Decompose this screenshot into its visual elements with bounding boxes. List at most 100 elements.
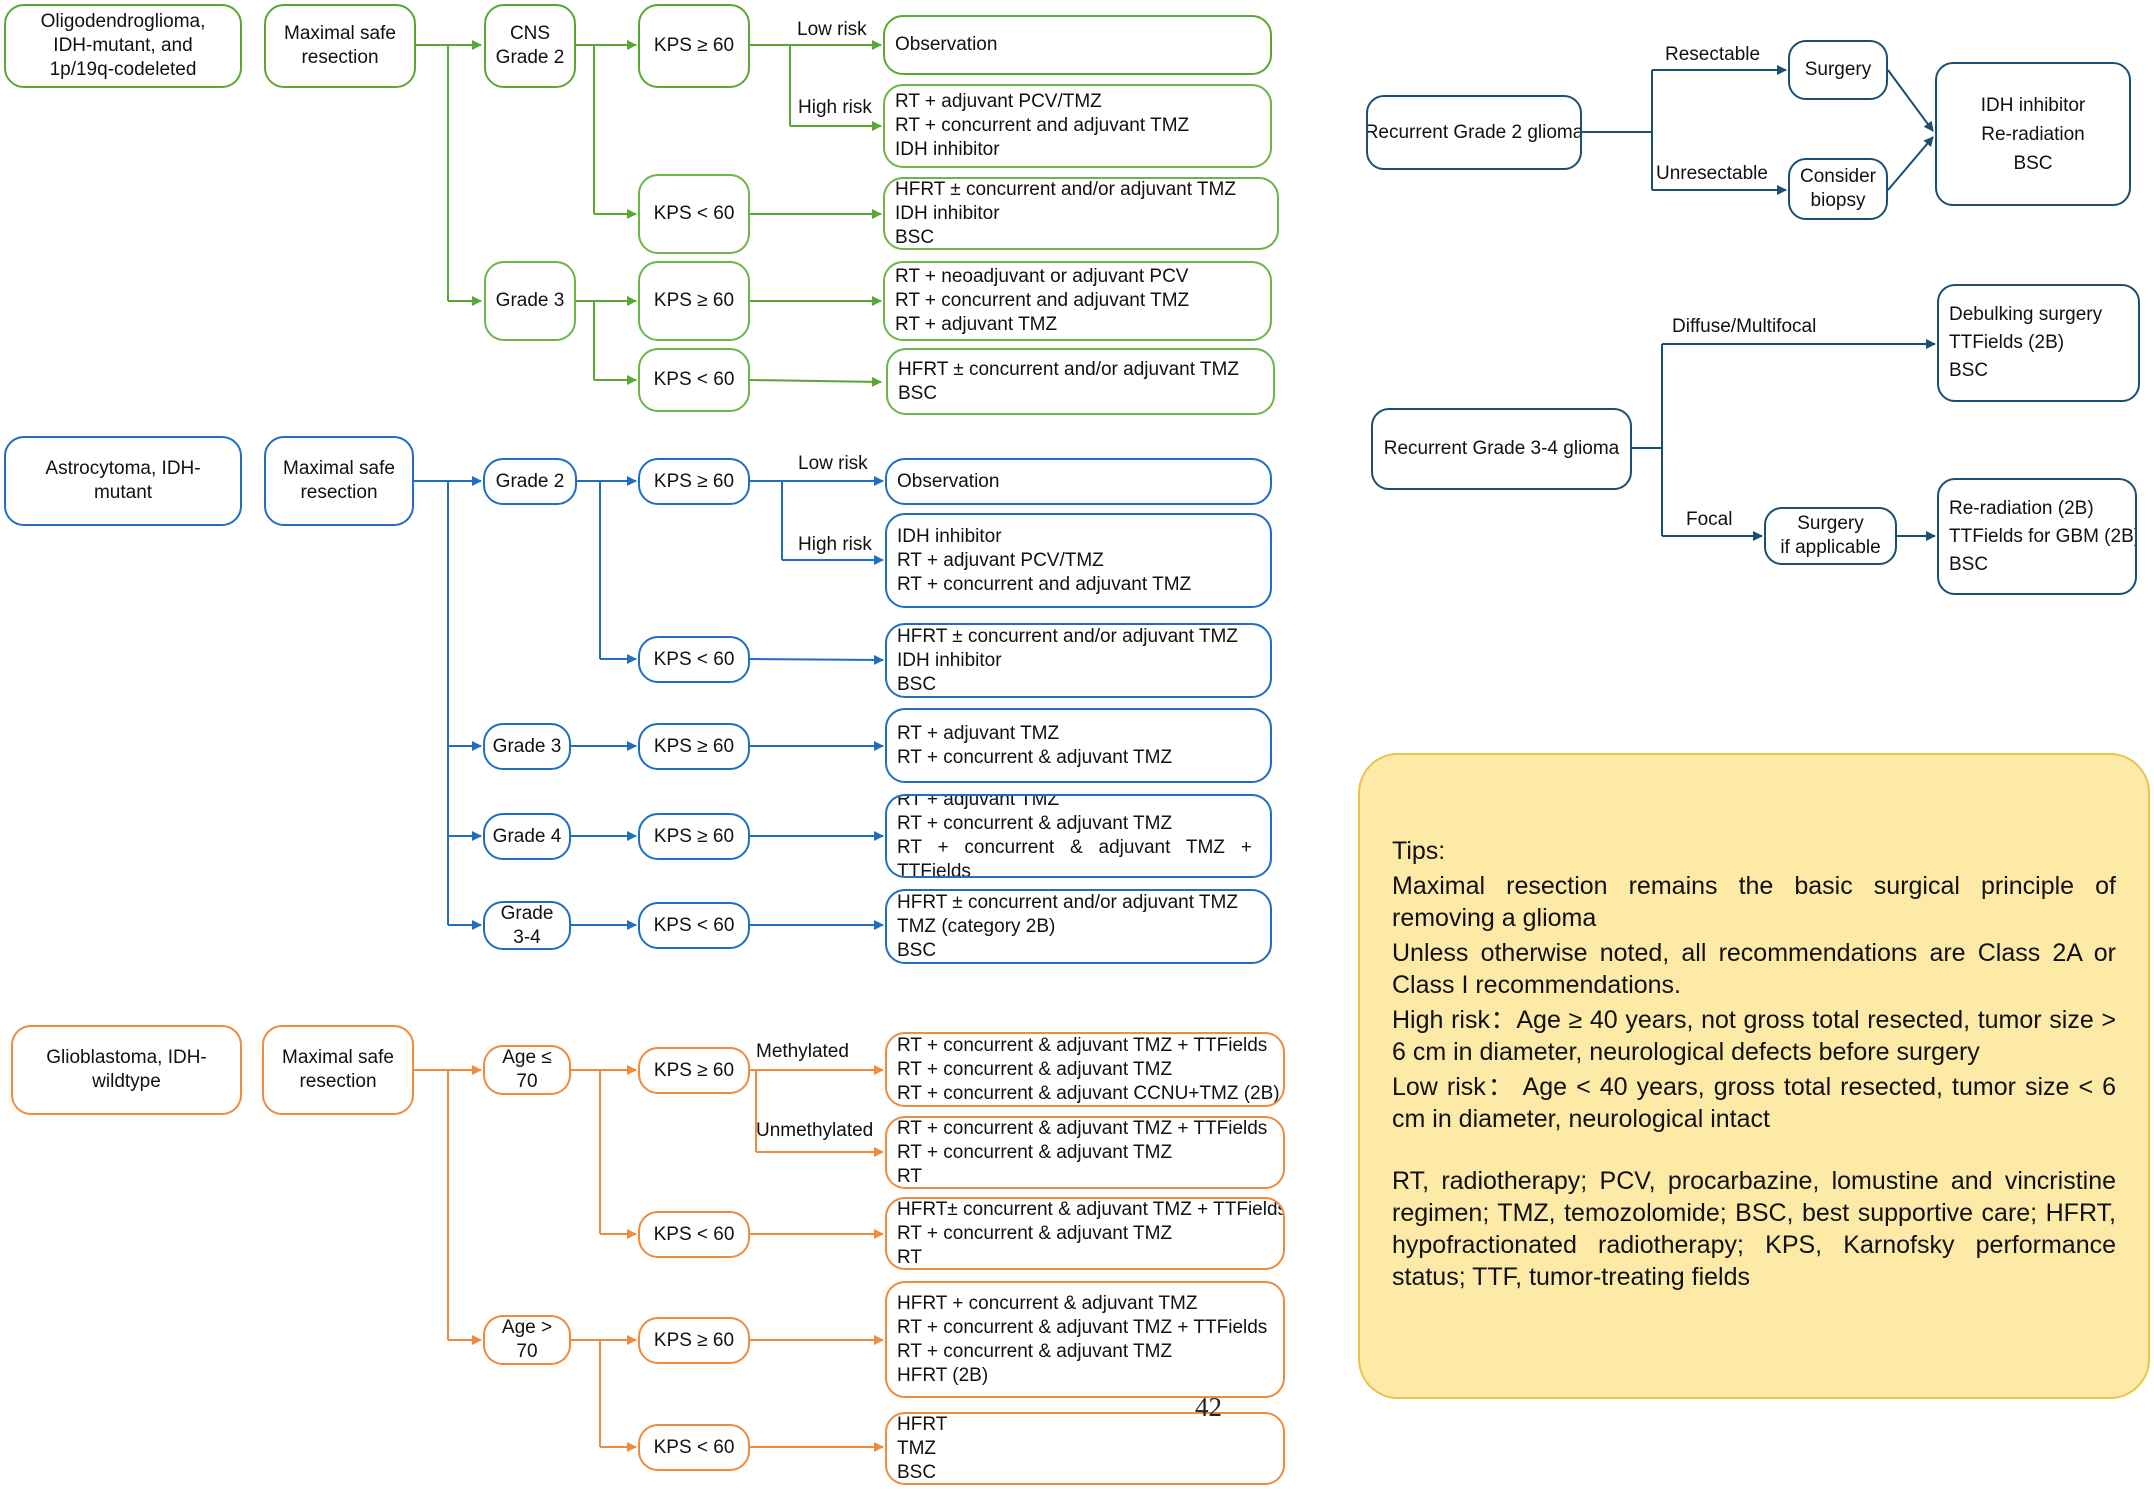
- astro-g3-tx-line-1: RT + adjuvant TMZ: [897, 722, 1060, 744]
- tips-item-4: Low risk： Age < 40 years, gross total re…: [1392, 1073, 2116, 1133]
- oligo-g3-kps-high-label: KPS ≥ 60: [653, 290, 735, 311]
- recurrent-diffuse-tx-line-2: TTFields (2B): [1949, 332, 2065, 353]
- oligo-observation-box: Observation: [883, 15, 1272, 75]
- oligo-diagnosis-line-1: Oligodendroglioma,: [40, 11, 206, 32]
- astro-g3-tx-line-2: RT + concurrent & adjuvant TMZ: [897, 746, 1173, 768]
- recurrent-grade34-box: Recurrent Grade 3-4 glioma: [1371, 408, 1632, 490]
- recurrent-diffuse-tx-box: Debulking surgery TTFields (2B) BSC: [1937, 284, 2140, 402]
- gbm-young-low-kps-tx-line-2: RT + concurrent & adjuvant TMZ: [897, 1222, 1173, 1244]
- oligo-cns-grade2-box: CNS Grade 2: [484, 4, 576, 88]
- astro-grade4-label: Grade 4: [492, 825, 562, 847]
- oligo-g2-kps-high-label: KPS ≥ 60: [653, 35, 735, 56]
- gbm-young-kps-high-box: KPS ≥ 60: [638, 1047, 750, 1094]
- astro-diagnosis-box: Astrocytoma, IDH- mutant: [4, 436, 242, 526]
- astro-connectors: [414, 476, 884, 930]
- astro-high-risk-label: High risk: [798, 534, 872, 555]
- oligo-high-risk-tx-line-1: RT + adjuvant PCV/TMZ: [895, 91, 1102, 112]
- recurrent-grade2-options-line-2: Re-radiation: [1981, 123, 2085, 145]
- gbm-surgery-line-1: Maximal safe: [282, 1047, 394, 1068]
- oligo-g2-kps-low-box: KPS < 60: [638, 174, 750, 254]
- recurrent-unresectable-label: Unresectable: [1656, 163, 1768, 184]
- recurrent-focal-label: Focal: [1686, 509, 1733, 530]
- astro-grade2-box: Grade 2: [483, 458, 577, 505]
- gbm-unmethylated-tx-line-3: RT: [897, 1165, 922, 1187]
- oligo-g3-high-kps-tx-line-3: RT + adjuvant TMZ: [895, 314, 1058, 335]
- tips-item-2: Unless otherwise noted, all recommendati…: [1392, 939, 2116, 999]
- gbm-old-low-kps-tx-line-3: BSC: [897, 1461, 937, 1483]
- gbm-unmethylated-tx-line-1: RT + concurrent & adjuvant TMZ + TTField…: [897, 1117, 1268, 1139]
- oligo-diagnosis-line-3: 1p/19q-codeleted: [49, 59, 197, 80]
- gbm-age-old-line-2: 70: [516, 1341, 538, 1362]
- astro-g2-kps-high-box: KPS ≥ 60: [638, 458, 750, 505]
- tips-heading: Tips:: [1392, 837, 1446, 865]
- recurrent-surgery-if-applicable-box: Surgery if applicable: [1764, 507, 1897, 565]
- oligo-g3-low-kps-tx-line-2: BSC: [898, 382, 938, 404]
- astro-grade34-box: Grade 3-4: [483, 901, 571, 950]
- gbm-surgery-box: Maximal safe resection: [262, 1025, 414, 1115]
- gbm-old-kps-high-label: KPS ≥ 60: [653, 1329, 735, 1351]
- oligo-g2-low-kps-tx-line-1: HFRT ± concurrent and/or adjuvant TMZ: [895, 178, 1236, 200]
- tips-abbreviations: RT, radiotherapy; PCV, procarbazine, lom…: [1392, 1167, 2116, 1291]
- gbm-old-high-kps-tx-line-1: HFRT + concurrent & adjuvant TMZ: [897, 1292, 1198, 1314]
- oligo-grade3-label: Grade 3: [495, 290, 565, 311]
- astro-g3-kps-high-box: KPS ≥ 60: [638, 723, 750, 770]
- recurrent-biopsy-line-2: biopsy: [1810, 190, 1866, 211]
- gbm-young-low-kps-tx-line-3: RT: [897, 1246, 922, 1268]
- oligo-g2-kps-high-box: KPS ≥ 60: [638, 4, 750, 88]
- astro-g34-low-kps-tx-line-2: TMZ (category 2B): [897, 915, 1056, 937]
- recurrent-focal-tx-line-1: Re-radiation (2B): [1949, 497, 2094, 519]
- page-number: 42: [1195, 1392, 1222, 1422]
- astro-g34-low-kps-tx-line-1: HFRT ± concurrent and/or adjuvant TMZ: [897, 891, 1238, 913]
- oligo-g2-low-kps-tx-line-3: BSC: [895, 226, 935, 248]
- oligo-g3-kps-low-label: KPS < 60: [653, 369, 735, 390]
- oligo-g3-high-kps-tx-line-2: RT + concurrent and adjuvant TMZ: [895, 290, 1190, 311]
- gbm-connectors: [414, 1065, 884, 1452]
- gbm-age-young-line-1: Age ≤: [502, 1047, 552, 1068]
- recurrent-surgery-box: Surgery: [1788, 40, 1888, 100]
- astro-observation-line-1: Observation: [897, 470, 1000, 492]
- oligo-surgery-line-2: resection: [301, 47, 379, 68]
- tips-item-3: High risk：Age ≥ 40 years, not gross tota…: [1392, 1006, 2116, 1066]
- gbm-age-old-line-1: Age >: [501, 1317, 553, 1338]
- astro-g34-low-kps-tx-line-3: BSC: [897, 939, 937, 961]
- oligo-low-risk-label: Low risk: [797, 19, 867, 40]
- recurrent-focal-tx-line-2: TTFields for GBM (2B): [1949, 525, 2137, 547]
- astro-high-risk-tx-line-3: RT + concurrent and adjuvant TMZ: [897, 573, 1192, 595]
- tips-item-1: Maximal resection remains the basic surg…: [1392, 872, 2116, 932]
- oligo-g3-high-kps-tx-box: RT + neoadjuvant or adjuvant PCV RT + co…: [883, 261, 1272, 341]
- oligo-high-risk-tx-line-3: IDH inhibitor: [895, 139, 1000, 160]
- oligo-observation-line-1: Observation: [895, 34, 998, 55]
- gbm-methylated-tx-line-3: RT + concurrent & adjuvant CCNU+TMZ (2B): [897, 1082, 1280, 1104]
- tips-box: Tips: Maximal resection remains the basi…: [1358, 753, 2150, 1399]
- oligo-g3-low-kps-tx-box: HFRT ± concurrent and/or adjuvant TMZ BS…: [886, 348, 1275, 415]
- astro-g34-kps-low-box: KPS < 60: [638, 902, 750, 949]
- gbm-young-kps-low-label: KPS < 60: [653, 1223, 735, 1245]
- gbm-surgery-line-2: resection: [299, 1071, 377, 1092]
- gbm-methylated-tx-line-2: RT + concurrent & adjuvant TMZ: [897, 1058, 1173, 1080]
- gbm-young-low-kps-tx-line-1: HFRT± concurrent & adjuvant TMZ + TTFiel…: [897, 1198, 1285, 1220]
- astro-grade4-box: Grade 4: [483, 813, 571, 860]
- oligo-surgery-line-1: Maximal safe: [284, 23, 396, 44]
- gbm-old-low-kps-tx-line-2: TMZ: [897, 1437, 937, 1459]
- gbm-age-young-line-2: 70: [516, 1071, 538, 1092]
- astro-low-risk-label: Low risk: [798, 453, 868, 474]
- astro-g2-low-kps-tx-line-2: IDH inhibitor: [897, 649, 1002, 671]
- oligo-g3-kps-high-box: KPS ≥ 60: [638, 261, 750, 341]
- astro-surgery-line-2: resection: [300, 482, 378, 503]
- astro-g34-kps-low-label: KPS < 60: [653, 914, 735, 936]
- astro-surgery-line-1: Maximal safe: [283, 458, 395, 479]
- oligo-connectors: [416, 40, 882, 387]
- gbm-unmethylated-tx-line-2: RT + concurrent & adjuvant TMZ: [897, 1141, 1173, 1163]
- recurrent-focal-tx-line-3: BSC: [1949, 553, 1989, 575]
- gbm-old-high-kps-tx-line-2: RT + concurrent & adjuvant TMZ + TTField…: [897, 1316, 1268, 1338]
- gbm-old-high-kps-tx-line-4: HFRT (2B): [897, 1364, 989, 1386]
- oligo-grade3-box: Grade 3: [484, 261, 576, 341]
- gbm-young-kps-low-box: KPS < 60: [638, 1211, 750, 1258]
- astro-high-risk-tx-line-2: RT + adjuvant PCV/TMZ: [897, 549, 1104, 571]
- astro-high-risk-tx-line-1: IDH inhibitor: [897, 525, 1002, 547]
- astro-g4-tx-box: RT + adjuvant TMZ RT + concurrent & adju…: [885, 794, 1272, 878]
- recurrent-diffuse-tx-line-1: Debulking surgery: [1949, 304, 2103, 325]
- oligo-g3-low-kps-tx-line-1: HFRT ± concurrent and/or adjuvant TMZ: [898, 358, 1239, 380]
- astro-g2-kps-high-label: KPS ≥ 60: [653, 470, 735, 492]
